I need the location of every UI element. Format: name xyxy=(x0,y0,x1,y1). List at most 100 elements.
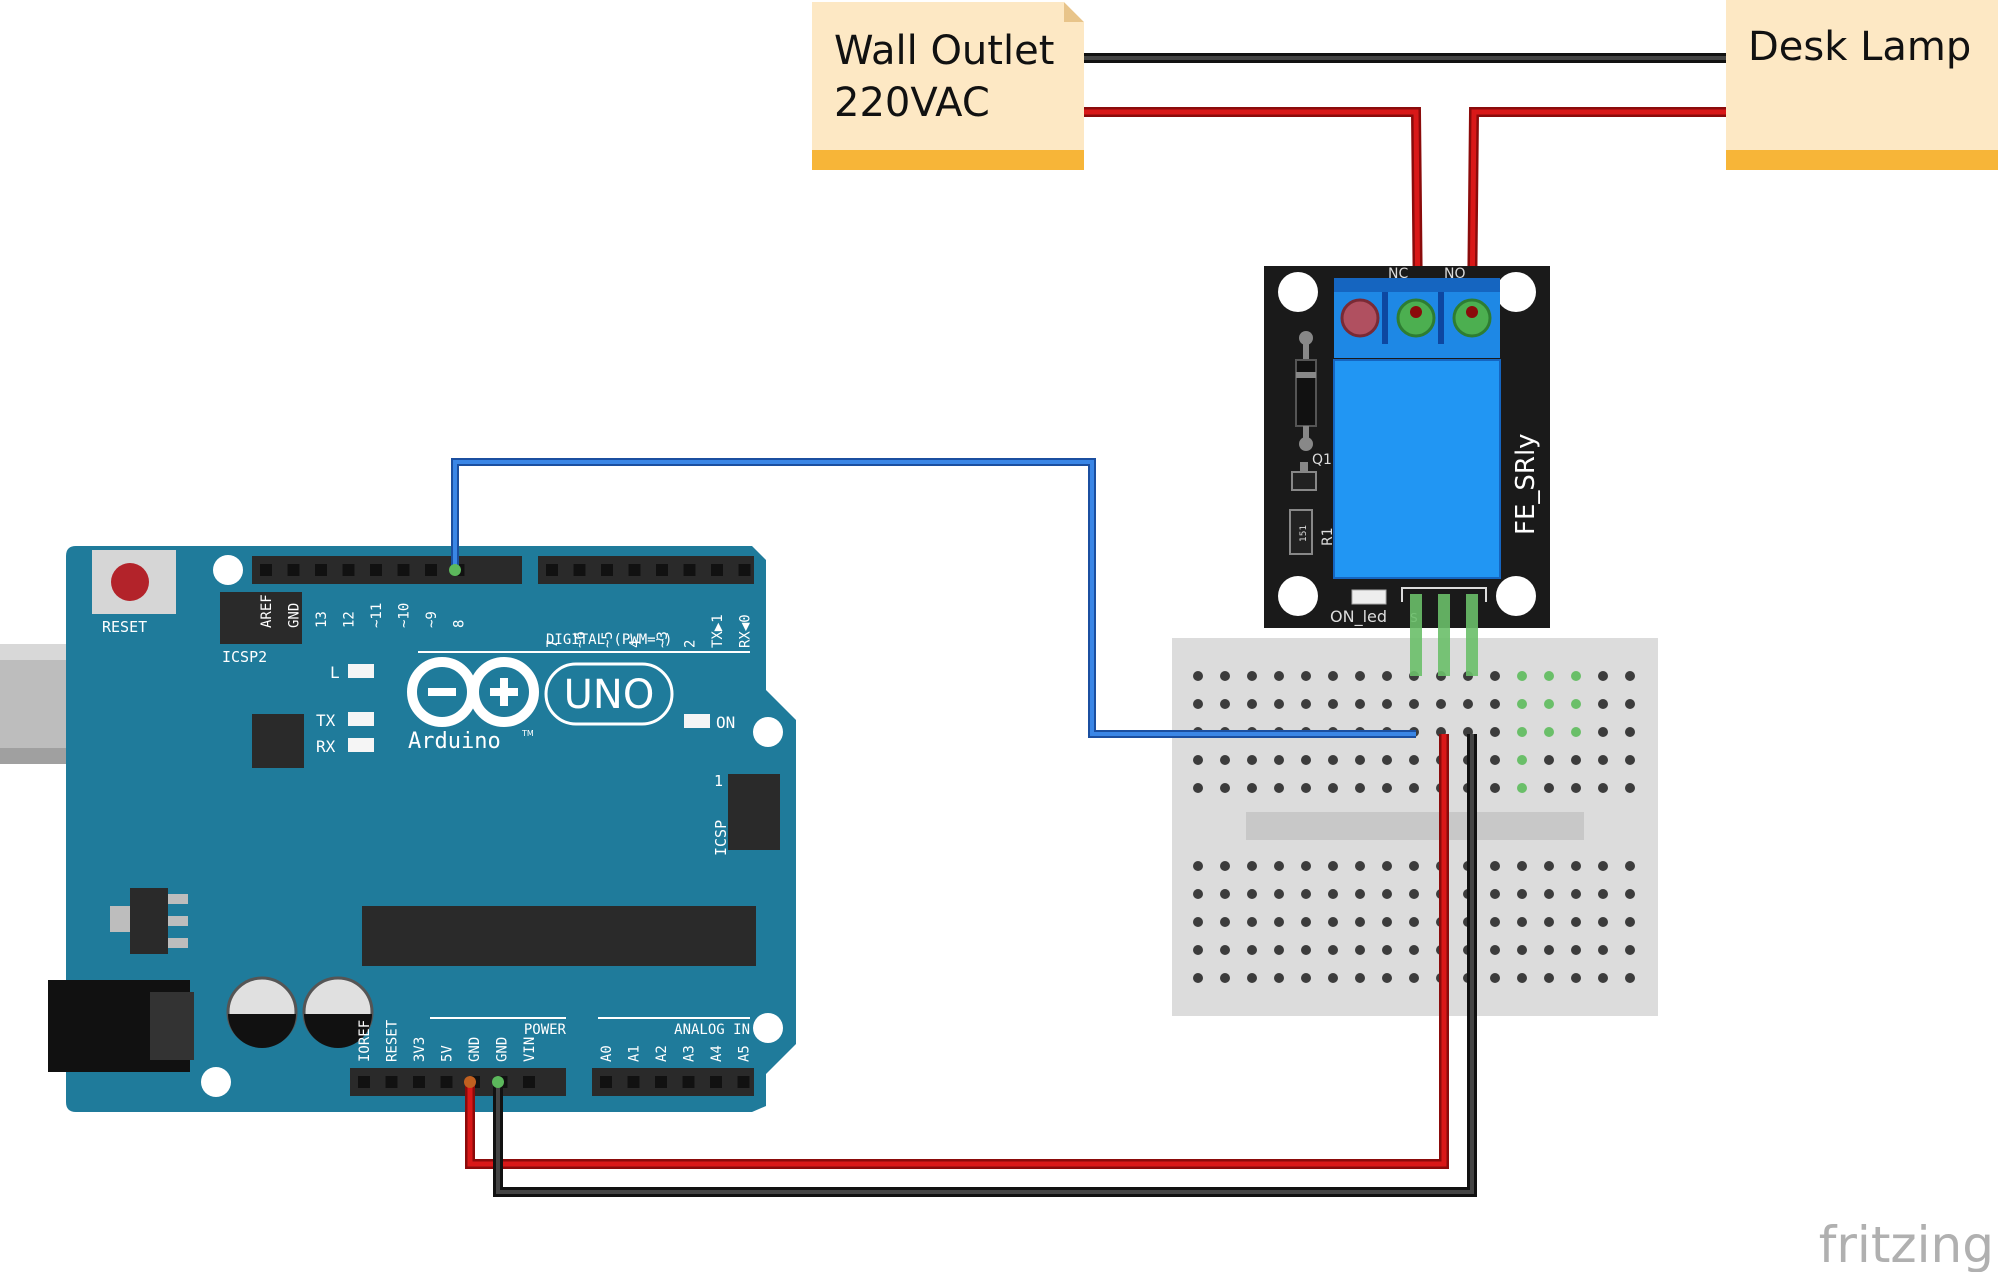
breadboard-hole xyxy=(1301,671,1311,681)
diode xyxy=(1295,359,1317,427)
mounting-hole xyxy=(1496,272,1536,312)
led-on xyxy=(684,714,710,728)
breadboard-hole xyxy=(1193,783,1203,793)
breadboard-hole xyxy=(1328,755,1338,765)
arduino-uno: RESET ICSP2 L TX RX ON Arduino TM UNO DI… xyxy=(0,546,796,1112)
breadboard-hole xyxy=(1220,783,1230,793)
breadboard-hole xyxy=(1598,861,1608,871)
pin-label: AREF xyxy=(259,594,275,628)
relay-pins xyxy=(1410,594,1478,676)
breadboard-hole xyxy=(1382,755,1392,765)
breadboard-hole xyxy=(1328,783,1338,793)
breadboard-hole xyxy=(1571,973,1581,983)
relay-body xyxy=(1333,359,1501,579)
header-pin xyxy=(342,564,355,576)
breadboard-hole xyxy=(1490,945,1500,955)
breadboard-hole xyxy=(1409,973,1419,983)
breadboard-hole xyxy=(1193,917,1203,927)
note-body xyxy=(1726,0,1998,170)
breadboard-hole xyxy=(1490,861,1500,871)
breadboard-hole xyxy=(1544,861,1554,871)
pin-label: ~6 xyxy=(573,631,589,648)
led-l-label: L xyxy=(330,663,340,682)
usb-chip xyxy=(252,714,304,768)
mounting-hole xyxy=(201,1067,231,1097)
breadboard-hole xyxy=(1301,889,1311,899)
breadboard-hole xyxy=(1274,699,1284,709)
breadboard-hole xyxy=(1517,889,1527,899)
header-pin xyxy=(600,1076,612,1088)
breadboard-hole xyxy=(1247,917,1257,927)
breadboard-hole xyxy=(1247,861,1257,871)
header-pin xyxy=(628,564,641,576)
breadboard-hole xyxy=(1274,671,1284,681)
icsp2-label: ICSP2 xyxy=(222,648,267,666)
pin-label: GND xyxy=(495,1037,511,1062)
header-pin xyxy=(682,1076,695,1088)
breadboard-hole xyxy=(1409,889,1419,899)
atmega-chip xyxy=(362,906,756,966)
header-pin xyxy=(370,564,382,576)
pin-label: A3 xyxy=(682,1045,698,1062)
header-pin xyxy=(738,564,751,576)
fritzing-watermark: fritzing xyxy=(1819,1216,1994,1272)
pin-gnd-connection xyxy=(492,1076,504,1088)
breadboard-hole xyxy=(1409,945,1419,955)
header-pin xyxy=(315,564,327,576)
breadboard-hole xyxy=(1274,945,1284,955)
lamp-label: Desk Lamp xyxy=(1748,24,1971,70)
breadboard-hole xyxy=(1220,671,1230,681)
header-pin xyxy=(601,564,613,576)
header-pin xyxy=(655,1076,667,1088)
pin-label: 2 xyxy=(683,640,699,648)
breadboard-hole xyxy=(1517,727,1527,737)
capacitor xyxy=(226,976,298,1048)
breadboard-hole xyxy=(1544,889,1554,899)
breadboard-hole xyxy=(1355,889,1365,899)
pin-label: ~11 xyxy=(369,603,385,628)
breadboard-hole xyxy=(1409,699,1419,709)
breadboard-hole xyxy=(1301,861,1311,871)
mounting-hole xyxy=(753,1013,783,1043)
pin-label: 3V3 xyxy=(412,1037,428,1062)
led-rx xyxy=(348,738,374,752)
pin-label: IOREF xyxy=(357,1020,373,1062)
breadboard-hole xyxy=(1490,973,1500,983)
breadboard-hole xyxy=(1571,861,1581,871)
breadboard-hole xyxy=(1517,917,1527,927)
r1-resistor xyxy=(1289,509,1313,555)
breadboard-hole xyxy=(1193,889,1203,899)
breadboard-hole xyxy=(1382,889,1392,899)
mounting-hole xyxy=(1278,576,1318,616)
relay-module: NC NO FE_SRly Q1 151 R1 ON_led S xyxy=(1264,266,1550,628)
breadboard-hole xyxy=(1571,671,1581,681)
breadboard-hole xyxy=(1598,889,1608,899)
header-pin xyxy=(385,1076,398,1088)
outlet-label-line1: Wall Outlet xyxy=(834,28,1054,74)
no-label: NO xyxy=(1444,266,1466,282)
breadboard-hole xyxy=(1490,783,1500,793)
led-on-label: ON xyxy=(716,713,735,732)
breadboard-hole xyxy=(1382,783,1392,793)
pin-label: RX◀0 xyxy=(738,614,754,648)
breadboard-hole xyxy=(1355,861,1365,871)
breadboard-hole xyxy=(1490,889,1500,899)
icsp-pin1: 1 xyxy=(714,772,723,790)
q1-transistor xyxy=(1291,471,1317,491)
pin-label: 5V xyxy=(440,1045,456,1062)
mounting-hole xyxy=(1278,272,1318,312)
arduino-board xyxy=(66,546,796,1112)
pin-label: A2 xyxy=(654,1045,670,1062)
breadboard-hole xyxy=(1544,973,1554,983)
on-led xyxy=(1351,589,1387,605)
reset-label: RESET xyxy=(102,618,147,636)
breadboard-hole xyxy=(1247,755,1257,765)
breadboard-hole xyxy=(1220,755,1230,765)
breadboard-hole xyxy=(1193,945,1203,955)
breadboard-hole xyxy=(1301,755,1311,765)
breadboard-hole xyxy=(1247,671,1257,681)
pin-label: A0 xyxy=(599,1045,615,1062)
pin-5v-connection xyxy=(464,1076,476,1088)
breadboard-hole xyxy=(1490,727,1500,737)
